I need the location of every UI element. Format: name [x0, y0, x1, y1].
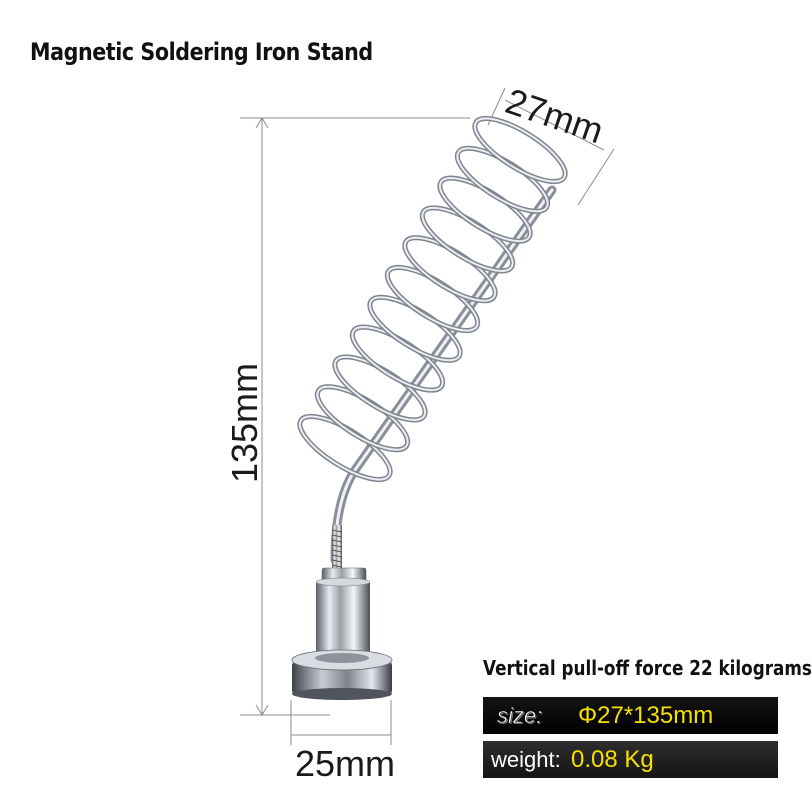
base-diameter-label: 25mm: [295, 743, 396, 784]
size-label: size:: [497, 703, 543, 729]
height-label: 135mm: [224, 362, 265, 484]
pull-force-text: Vertical pull-off force 22 kilograms: [483, 656, 812, 680]
spec-size-row: size: Φ27*135mm: [483, 697, 778, 734]
spring-coil: [297, 115, 568, 483]
spec-weight-row: weight: 0.08 Kg: [483, 741, 778, 778]
spring-loop: [473, 117, 567, 183]
dimension-lines: [240, 87, 615, 745]
threaded-rod: [331, 525, 343, 575]
magnet-cylinder: [315, 577, 371, 654]
weight-label: weight:: [491, 747, 561, 772]
size-value: Φ27*135mm: [578, 702, 714, 729]
magnet-base: [291, 649, 393, 700]
product-title: Magnetic Soldering Iron Stand: [30, 38, 373, 66]
weight-value: 0.08 Kg: [571, 746, 654, 773]
